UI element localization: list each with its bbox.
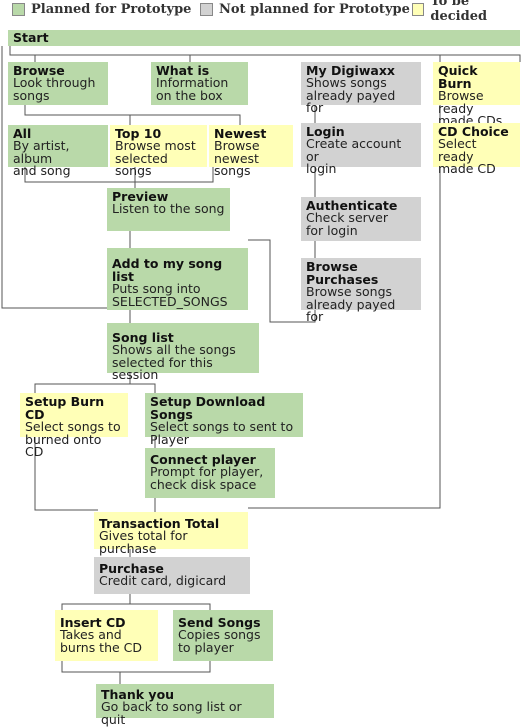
- connector: [248, 239, 316, 323]
- connector: [61, 603, 211, 610]
- legend-label: Not planned for Prototype: [219, 1, 410, 17]
- node-setup-download-songs: Setup Download Songs Select songs to sen…: [145, 393, 303, 445]
- connector: [34, 383, 156, 393]
- node-connect-player: Connect player Prompt for player, check …: [145, 448, 275, 498]
- legend-item-tbd: To be decided: [412, 0, 525, 24]
- node-browse: Browse Look through songs: [8, 62, 108, 105]
- legend-label: To be decided: [430, 0, 488, 24]
- legend-swatch-green: [12, 2, 25, 16]
- legend-label: Planned for Prototype: [31, 1, 192, 17]
- node-newest: Newest Browse newest songs: [209, 125, 293, 177]
- connector: [24, 167, 214, 183]
- node-song-list: Song list Shows all the songs selected f…: [107, 323, 259, 381]
- node-setup-burn-cd: Setup Burn CD Select songs to burned ont…: [20, 393, 128, 458]
- connector: [24, 105, 241, 125]
- node-browse-purchases: Browse Purchases Browse songs already pa…: [301, 258, 421, 323]
- connector: [61, 661, 211, 673]
- node-what-is: What is Information on the box: [151, 62, 248, 105]
- node-send-songs: Send Songs Copies songs to player: [173, 610, 273, 661]
- legend-item-not-planned: Not planned for Prototype: [200, 1, 410, 17]
- node-purchase: Purchase Credit card, digicard: [94, 557, 250, 594]
- node-preview: Preview Listen to the song: [107, 188, 230, 231]
- node-my-digiwaxx: My Digiwaxx Shows songs already payed fo…: [301, 62, 421, 114]
- legend-swatch-yellow: [412, 2, 425, 16]
- legend-item-planned: Planned for Prototype: [12, 1, 191, 17]
- node-login: Login Create account or login: [301, 123, 421, 175]
- connector: [34, 437, 98, 511]
- node-all: All By artist, album and song: [8, 125, 108, 177]
- node-transaction-total: Transaction Total Gives total for purcha…: [94, 512, 248, 554]
- node-thank-you: Thank you Go back to song list or quit: [96, 684, 274, 725]
- node-top-10: Top 10 Browse most selected songs: [110, 125, 207, 177]
- connector: [1, 46, 110, 309]
- connector: [9, 46, 521, 62]
- connector: [248, 167, 441, 509]
- node-authenticate: Authenticate Check server for login: [301, 197, 421, 241]
- node-start: Start: [8, 30, 520, 46]
- node-quick-burn: Quick Burn Browse ready made CDs: [433, 62, 520, 127]
- node-cd-choice: CD Choice Select ready made CD: [433, 123, 520, 175]
- legend-swatch-gray: [200, 2, 213, 16]
- node-add-to-song-list: Add to my song list Puts song into SELEC…: [107, 248, 248, 310]
- node-insert-cd: Insert CD Takes and burns the CD: [55, 610, 158, 661]
